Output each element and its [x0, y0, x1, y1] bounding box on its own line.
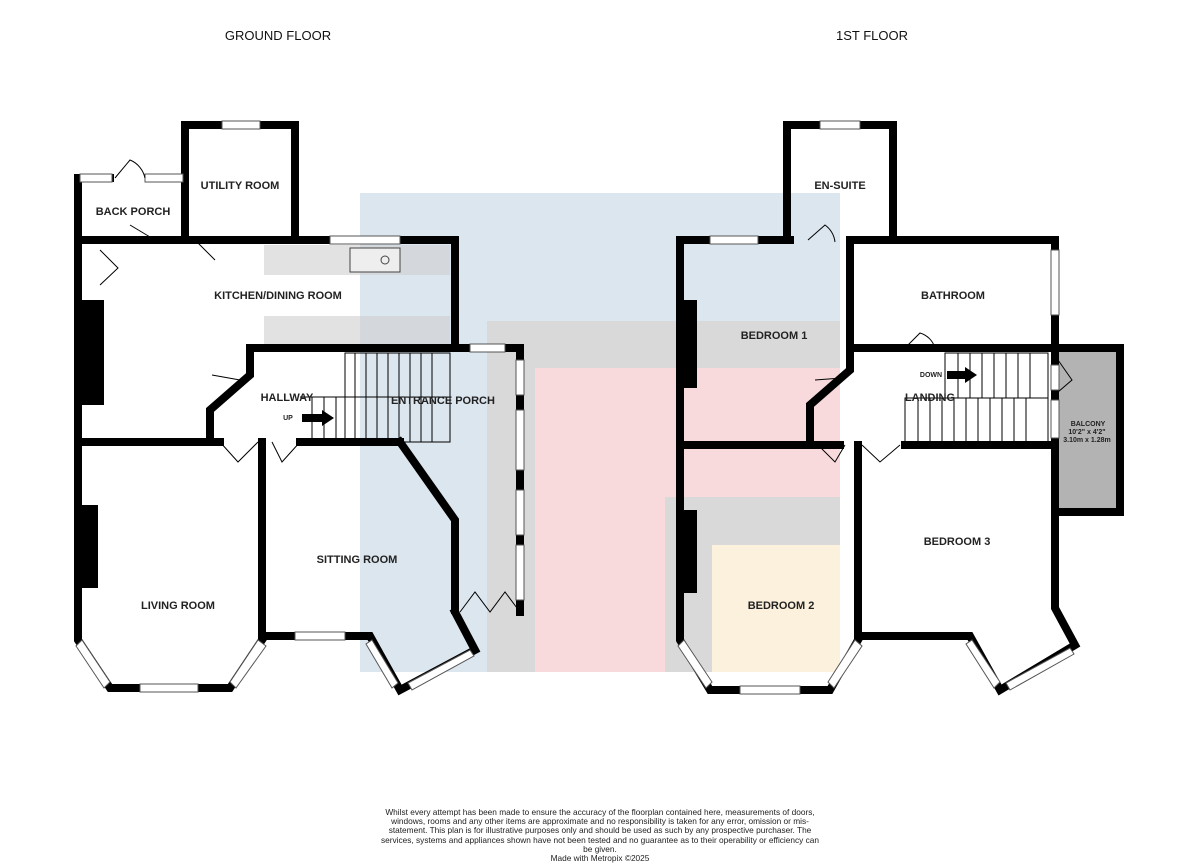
- stair-down-label: DOWN: [920, 372, 942, 379]
- room-landing: LANDING: [905, 392, 955, 404]
- first-floor-walls: [676, 120, 1124, 696]
- room-entrance-porch: ENTRANCE PORCH: [391, 395, 495, 407]
- ground-floor-walls: [74, 120, 525, 696]
- first-floor-title: 1ST FLOOR: [836, 28, 908, 43]
- overlay-layers: [264, 193, 840, 672]
- room-living: LIVING ROOM: [141, 600, 215, 612]
- first-floor-stairs: [904, 352, 1049, 443]
- room-bathroom: BATHROOM: [921, 290, 985, 302]
- disclaimer-text: Whilst every attempt has been made to en…: [380, 807, 819, 854]
- room-back-porch: BACK PORCH: [96, 206, 171, 218]
- balcony-size-metric: 3.10m x 1.28m: [1063, 437, 1110, 444]
- room-sitting: SITTING ROOM: [317, 554, 398, 566]
- ground-floor-stairs: [300, 352, 451, 443]
- room-bedroom2: BEDROOM 2: [748, 600, 815, 612]
- overlay-yellow: [712, 545, 840, 672]
- room-hallway: HALLWAY: [261, 392, 314, 404]
- room-kitchen: KITCHEN/DINING ROOM: [214, 290, 342, 302]
- sink-icon: [349, 247, 401, 273]
- balcony-area: [1051, 344, 1124, 516]
- stair-up-label: UP: [283, 415, 293, 422]
- room-utility: UTILITY ROOM: [201, 180, 280, 192]
- ground-floor-title: GROUND FLOOR: [225, 28, 331, 43]
- credit: Made with Metropix ©2025: [550, 853, 650, 864]
- disclaimer: Whilst every attempt has been made to en…: [380, 807, 820, 864]
- arrow-down-icon: [947, 367, 977, 383]
- arrow-up-icon: [302, 410, 334, 426]
- room-ensuite: EN-SUITE: [814, 180, 865, 192]
- room-bedroom1: BEDROOM 1: [741, 330, 808, 342]
- kitchen-worktop: [264, 316, 450, 346]
- balcony-size-imperial: 10'2" x 4'2": [1068, 429, 1105, 436]
- room-bedroom3: BEDROOM 3: [924, 536, 991, 548]
- room-balcony: BALCONY: [1071, 421, 1106, 428]
